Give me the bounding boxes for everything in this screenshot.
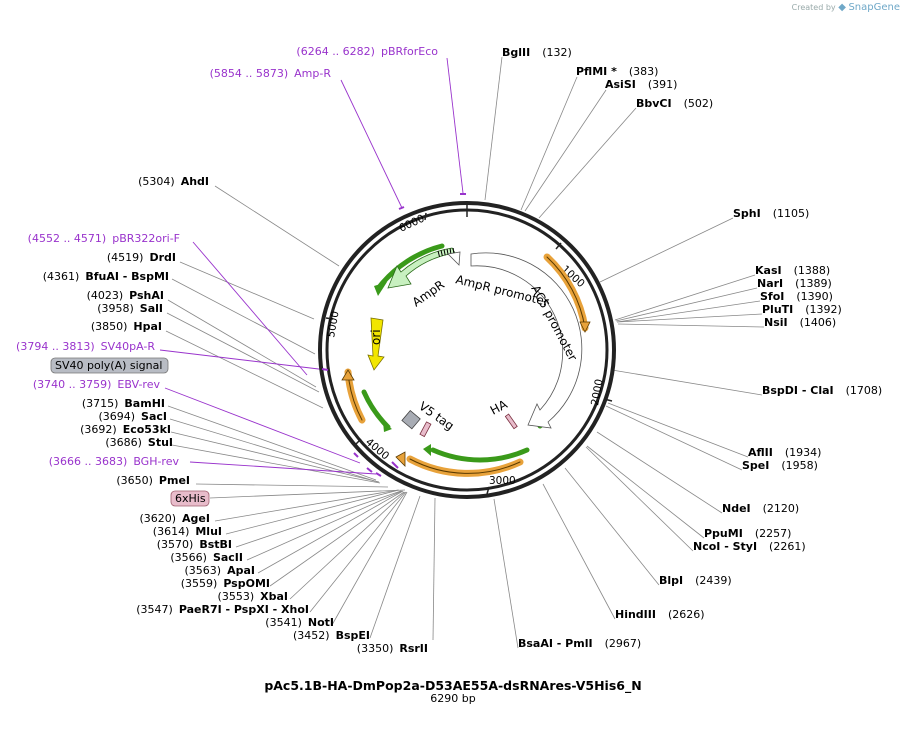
site-label: (3541)NotI xyxy=(265,616,334,629)
tick-2000: 2000 xyxy=(589,378,605,406)
label-v5-tag: V5 tag xyxy=(416,399,456,433)
orange-arrowheads xyxy=(341,321,591,467)
green-arrowhead-1 xyxy=(374,282,387,296)
his-box: 6xHis xyxy=(170,490,210,507)
site-label: NcoI - StyI(2261) xyxy=(693,540,806,553)
ampr-promoter-feature xyxy=(447,251,461,266)
site-label: HindIII(2626) xyxy=(615,608,705,621)
ampr-feature xyxy=(387,247,456,289)
site-label: (3350)RsrII xyxy=(357,642,428,655)
primer-marks xyxy=(321,193,466,477)
watermark: Created by ◆ SnapGene xyxy=(792,2,900,13)
site-label: (4361)BfuAI - BspMI xyxy=(43,270,169,283)
site-connectors xyxy=(165,56,765,649)
site-label: SpeI(1958) xyxy=(742,459,818,472)
primer-label: (3740 .. 3759)EBV-rev xyxy=(33,378,161,391)
site-label: (3650)PmeI xyxy=(116,474,190,487)
site-label: (3570)BstBI xyxy=(157,538,232,551)
his-label: 6xHis xyxy=(175,492,206,505)
label-ori: ori xyxy=(369,329,383,345)
site-label: (3692)Eco53kI xyxy=(80,423,171,436)
site-label: (4023)PshAI xyxy=(87,289,164,302)
site-label: (3715)BamHI xyxy=(82,397,165,410)
tick-marks xyxy=(325,205,613,495)
site-label: BsaAI - PmlI(2967) xyxy=(518,637,641,650)
site-label: BbvCI(502) xyxy=(636,97,713,110)
orange-arrowhead-2 xyxy=(395,451,406,467)
site-label: (3694)SacI xyxy=(98,410,167,423)
ampr-overlap-mark xyxy=(437,248,455,257)
site-label: (3566)SacII xyxy=(170,551,243,564)
site-label: (3686)StuI xyxy=(105,436,173,449)
ha-feature xyxy=(504,413,518,430)
sv40-label: SV40 poly(A) signal xyxy=(55,359,162,372)
site-label: PpuMI(2257) xyxy=(704,527,791,540)
site-label: SphI(1105) xyxy=(733,207,809,220)
v5-tag-feature xyxy=(401,409,421,430)
site-label: AsiSI(391) xyxy=(605,78,677,91)
sv40-box: SV40 poly(A) signal xyxy=(50,357,169,374)
site-label: BlpI(2439) xyxy=(659,574,732,587)
tick-5000: 5000 xyxy=(325,310,341,338)
site-label: (3559)PspOMI xyxy=(181,577,270,590)
pink-feature-1 xyxy=(419,421,432,438)
primer-label: (6264 .. 6282)pBRforEco xyxy=(296,45,438,58)
plasmid-title: pAc5.1B-HA-DmPop2a-D53AE55A-dsRNAres-V5H… xyxy=(264,678,642,693)
site-label: KasI(1388) xyxy=(755,264,830,277)
site-label: (4519)DrdI xyxy=(107,251,176,264)
plasmid-size: 6290 bp xyxy=(430,692,476,705)
left-site-labels: (5304)AhdI (4519)DrdI (4361)BfuAI - BspM… xyxy=(43,175,428,655)
site-label: (5304)AhdI xyxy=(138,175,209,188)
orange-arrowhead-3 xyxy=(341,369,355,381)
site-label: (3553)XbaI xyxy=(218,590,288,603)
label-ha: HA xyxy=(488,397,510,418)
primer-labels: (6264 .. 6282)pBRforEco (5854 .. 5873)Am… xyxy=(16,45,438,468)
site-label: (3620)AgeI xyxy=(139,512,210,525)
site-label: NarI(1389) xyxy=(757,277,832,290)
site-label: NdeI(2120) xyxy=(722,502,799,515)
primer-label: (3794 .. 3813)SV40pA-R xyxy=(16,340,155,353)
site-label: (3547)PaeR7I - PspXI - XhoI xyxy=(136,603,309,616)
tick-3000: 3000 xyxy=(489,475,516,487)
snapgene-logo-icon: ◆ xyxy=(838,2,846,13)
site-label: PflMI *(383) xyxy=(576,65,658,78)
site-label: NsiI(1406) xyxy=(764,316,836,329)
site-label: PluTI(1392) xyxy=(762,303,842,316)
site-label: BspDI - ClaI(1708) xyxy=(762,384,882,397)
site-label: (3850)HpaI xyxy=(91,320,162,333)
green-arrowhead-3 xyxy=(423,444,431,456)
site-label: (3614)MluI xyxy=(153,525,222,538)
primer-label: (3666 .. 3683)BGH-rev xyxy=(49,455,180,468)
site-label: (3452)BspEI xyxy=(293,629,370,642)
primer-connectors xyxy=(159,57,464,475)
site-label: AflII(1934) xyxy=(748,446,821,459)
green-arrowhead-4 xyxy=(383,422,392,432)
site-label: (3958)SalI xyxy=(97,302,163,315)
watermark-brand: SnapGene xyxy=(848,2,900,13)
label-ampr: AmpR xyxy=(410,277,447,309)
ori-feature xyxy=(367,317,385,371)
site-label: (3563)ApaI xyxy=(185,564,255,577)
orange-arrowhead-1 xyxy=(579,321,591,333)
site-label: SfoI(1390) xyxy=(760,290,833,303)
watermark-created-by: Created by xyxy=(791,3,836,12)
right-site-labels: BglII(132) PflMI *(383) AsiSI(391) BbvCI… xyxy=(502,46,882,650)
primer-label: (5854 .. 5873)Amp-R xyxy=(210,67,332,80)
ac5-promoter-feature xyxy=(470,252,583,429)
site-label: BglII(132) xyxy=(502,46,572,59)
primer-label: (4552 .. 4571)pBR322ori-F xyxy=(28,232,180,245)
